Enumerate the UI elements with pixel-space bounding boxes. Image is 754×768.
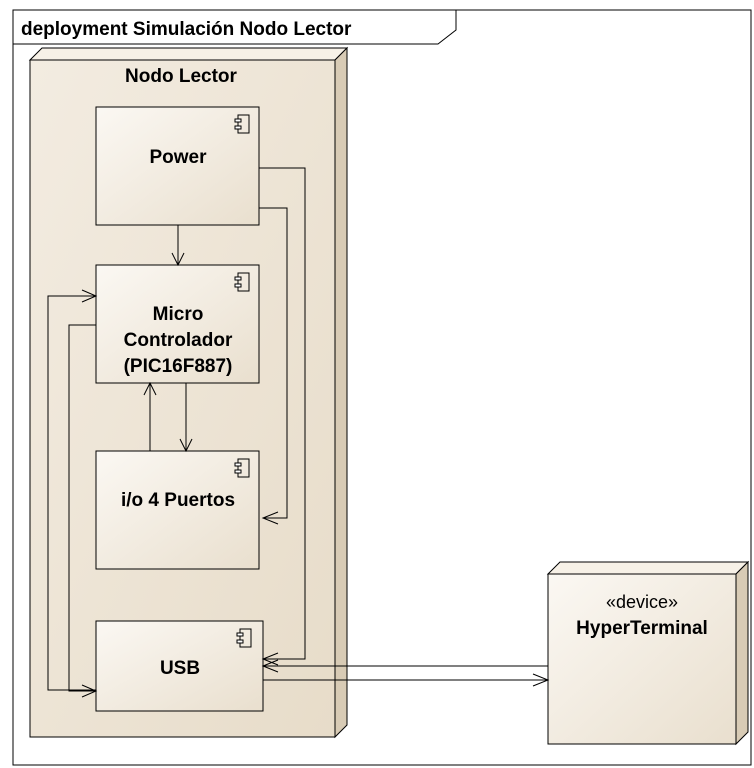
component-icon — [234, 272, 250, 292]
component-label: i/o 4 Puertos — [121, 490, 235, 511]
frame-title: deployment Simulación Nodo Lector — [21, 19, 352, 40]
component-icon — [234, 114, 250, 134]
device-stereotype: «device» — [606, 592, 678, 612]
connector-usb-to-hyperterminal — [263, 673, 550, 687]
connector-io-to-micro — [143, 381, 157, 451]
connector-micro-to-usb — [68, 324, 98, 698]
device-hyperterminal[interactable]: «device» HyperTerminal — [546, 560, 750, 746]
component-label-line1: Micro — [153, 304, 204, 325]
component-icon — [234, 458, 250, 478]
connector-micro-to-io — [179, 383, 193, 453]
connector-power-to-usb — [259, 167, 306, 666]
component-micro-controlador[interactable]: Micro Controlador (PIC16F887) — [95, 264, 260, 384]
connector-power-to-micro — [171, 225, 185, 267]
connector-hyperterminal-to-usb — [261, 659, 548, 673]
component-usb[interactable]: USB — [95, 620, 264, 712]
component-label: USB — [160, 658, 200, 679]
component-icon — [236, 628, 252, 648]
component-io-4-puertos[interactable]: i/o 4 Puertos — [95, 450, 260, 570]
connector-usb-to-micro — [47, 289, 98, 691]
component-label-line3: (PIC16F887) — [124, 356, 233, 377]
connector-power-to-io — [259, 207, 288, 525]
component-label-line2: Controlador — [124, 330, 233, 351]
node-title: Nodo Lector — [125, 66, 237, 87]
component-power[interactable]: Power — [95, 106, 260, 226]
component-label: Power — [149, 147, 207, 168]
device-name: HyperTerminal — [576, 618, 708, 639]
